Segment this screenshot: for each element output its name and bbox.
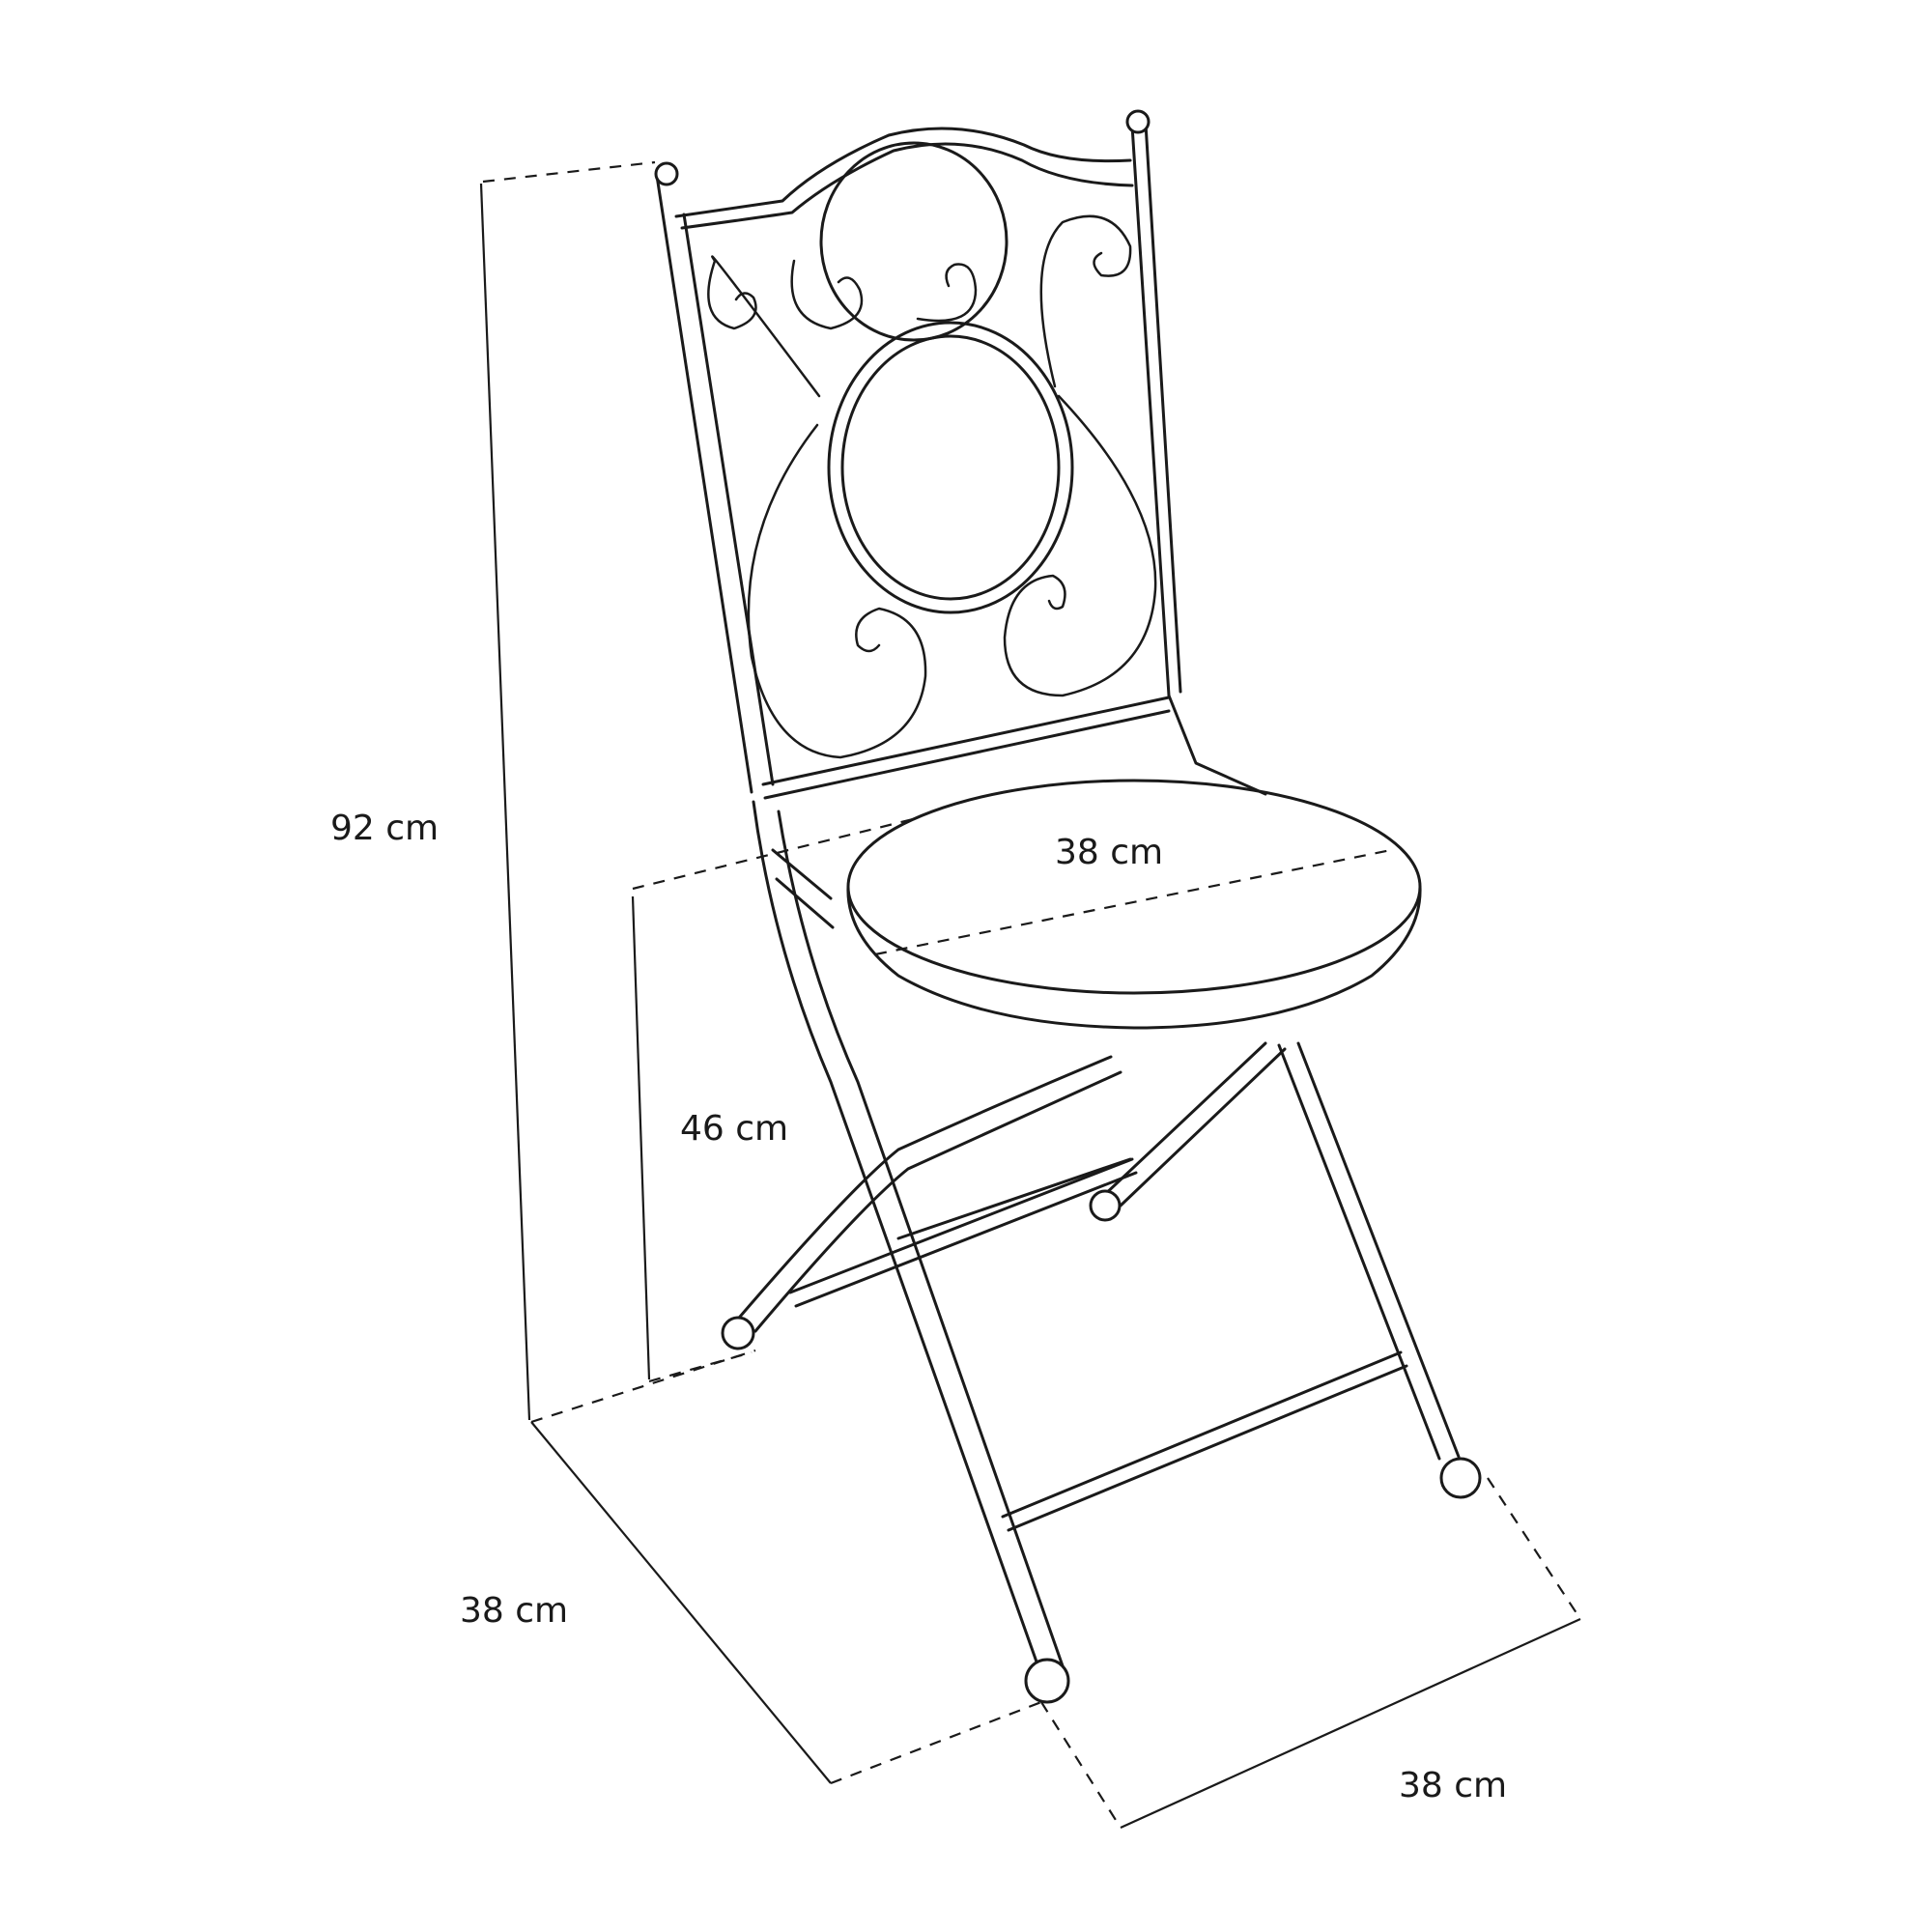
front-left-foot <box>1024 1658 1070 1704</box>
scroll-right-lower <box>1003 394 1157 697</box>
seat-diameter-dashed-line <box>874 848 1392 956</box>
width-label: 38 cm <box>1399 1766 1507 1805</box>
right-post-finial <box>1125 109 1151 134</box>
upper-oval <box>819 141 1009 342</box>
dimension-lines <box>479 160 1581 1830</box>
seat-height-dimension-line <box>631 895 651 1380</box>
rear-left-foot <box>721 1316 755 1350</box>
lower-back-rail <box>761 696 1171 800</box>
top-rail-inner <box>680 142 1134 230</box>
front-cross-brace <box>1001 1350 1408 1532</box>
rear-left-leg <box>732 1055 1122 1333</box>
depth-dimension-line <box>530 1421 832 1784</box>
center-oval-outer <box>827 321 1074 614</box>
seat-left-support <box>771 848 835 929</box>
right-seat-bracket <box>1167 694 1267 796</box>
depth-front-dashed-line <box>830 1700 1042 1785</box>
depth-label: 38 cm <box>460 1591 568 1631</box>
seat-top-surface <box>846 779 1422 995</box>
center-oval-inner <box>840 334 1061 601</box>
left-post-finial <box>654 161 679 186</box>
front-right-foot <box>1439 1457 1482 1499</box>
seat-diameter-label: 38 cm <box>1055 833 1163 872</box>
left-back-post <box>655 174 775 794</box>
seat-height-label: 46 cm <box>680 1109 788 1149</box>
chair-seat <box>771 779 1422 1030</box>
scroll-left-upper <box>707 255 821 398</box>
chair-legs <box>721 800 1482 1704</box>
width-left-dashed-line <box>1040 1701 1122 1829</box>
scroll-right-upper <box>1039 214 1132 388</box>
chair-backrest <box>654 109 1267 800</box>
seat-height-top-dashed-line <box>632 817 914 891</box>
mid-brace <box>896 1157 1132 1240</box>
scroll-upper-left-inner <box>790 259 864 330</box>
rear-right-leg <box>1094 1041 1287 1208</box>
back-cross-brace <box>788 1157 1138 1308</box>
seat-height-bottom-dashed-line <box>648 1350 753 1383</box>
height-label: 92 cm <box>330 809 439 848</box>
front-right-leg <box>1277 1041 1461 1461</box>
base-left-dashed-line <box>530 1349 756 1424</box>
width-dimension-line <box>1120 1617 1581 1830</box>
rear-right-foot <box>1089 1189 1122 1222</box>
scroll-upper-right-inner <box>916 263 978 323</box>
width-right-dashed-line <box>1487 1477 1581 1620</box>
top-rail-outer <box>674 127 1132 218</box>
seat-edge <box>846 885 1422 1030</box>
right-back-post <box>1130 122 1182 697</box>
height-top-dashed-line <box>482 160 656 184</box>
scroll-left-lower <box>747 423 927 759</box>
front-left-leg <box>752 800 1068 1683</box>
height-dimension-line <box>479 183 531 1421</box>
